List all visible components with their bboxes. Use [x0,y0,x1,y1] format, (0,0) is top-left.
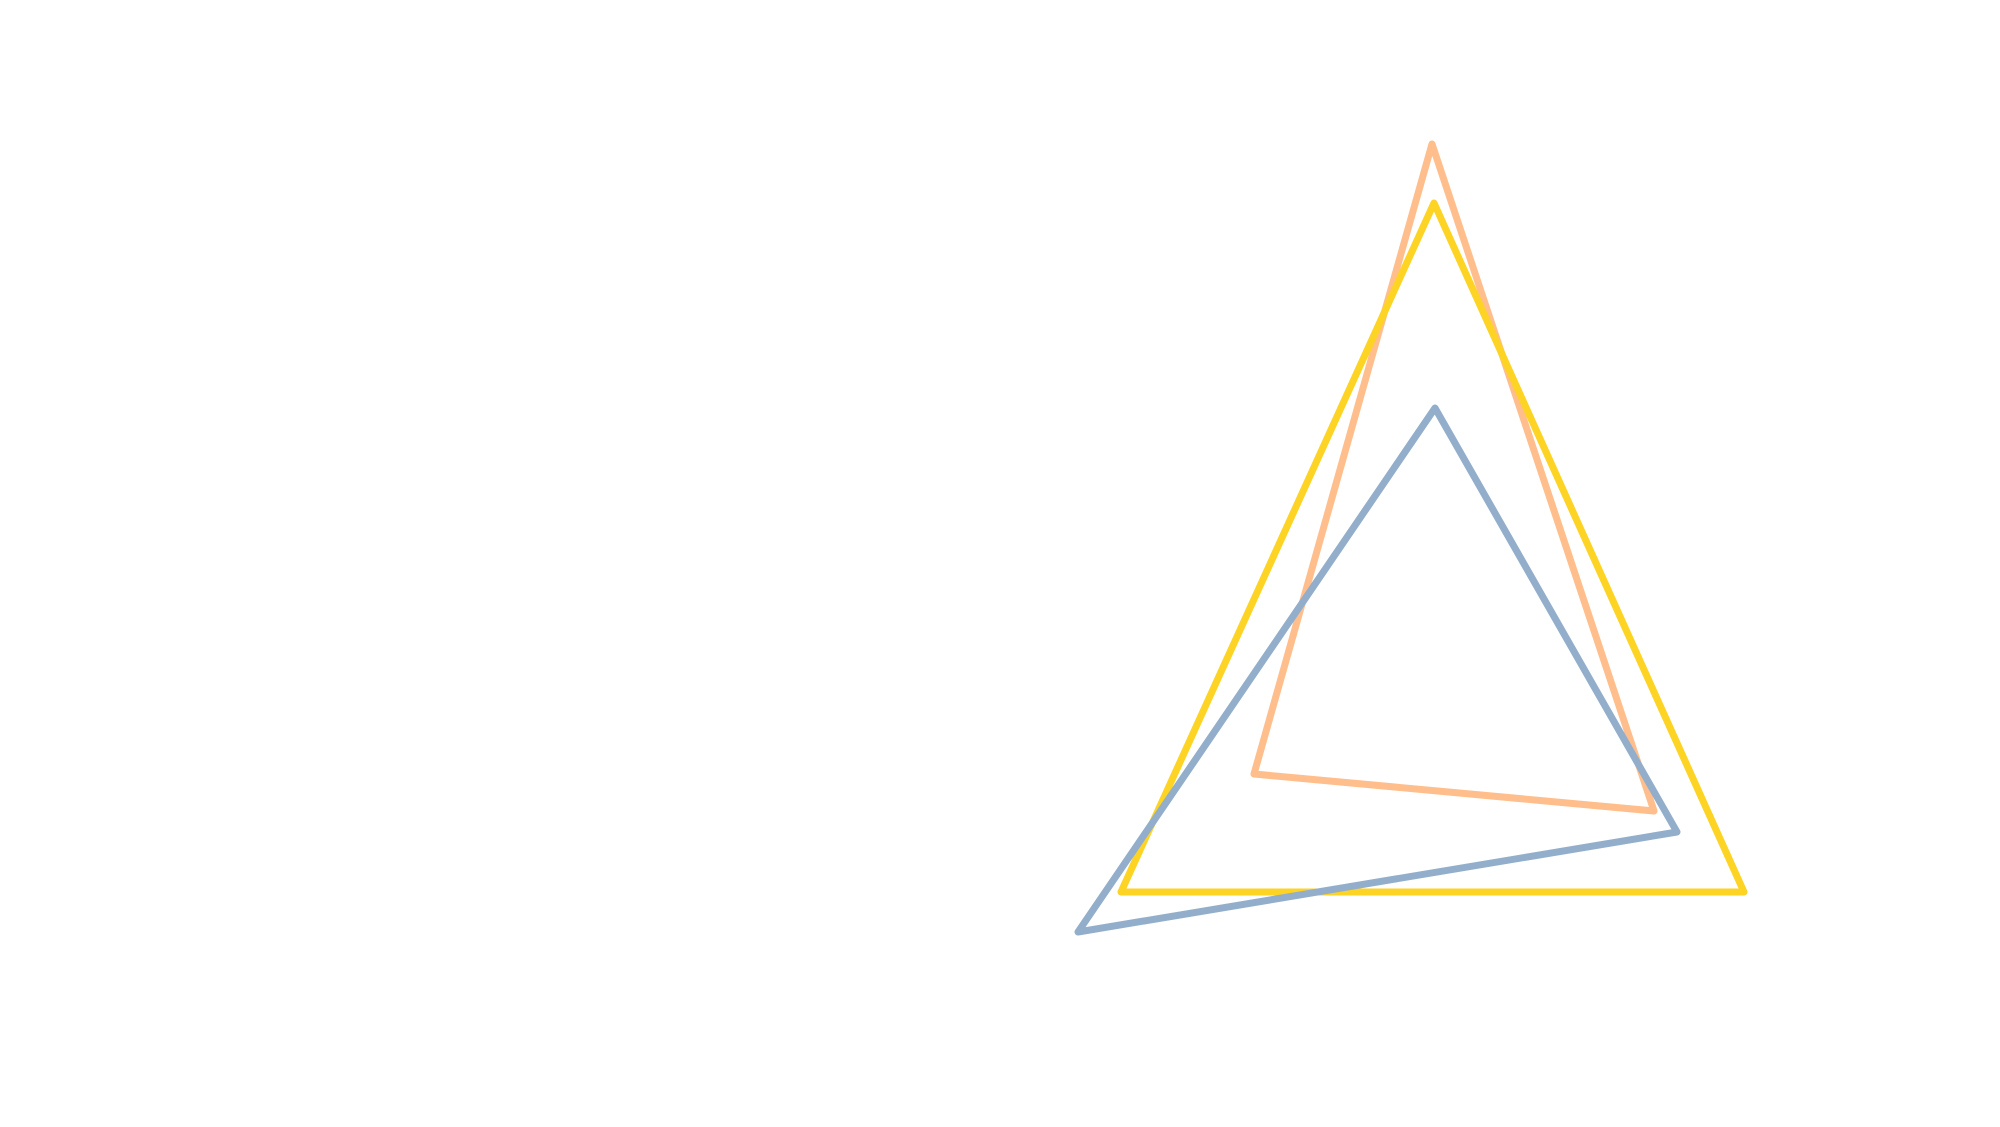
yellow-triangle [1117,199,1748,896]
orange-triangle [1250,140,1658,815]
blue-triangle [1074,404,1681,936]
